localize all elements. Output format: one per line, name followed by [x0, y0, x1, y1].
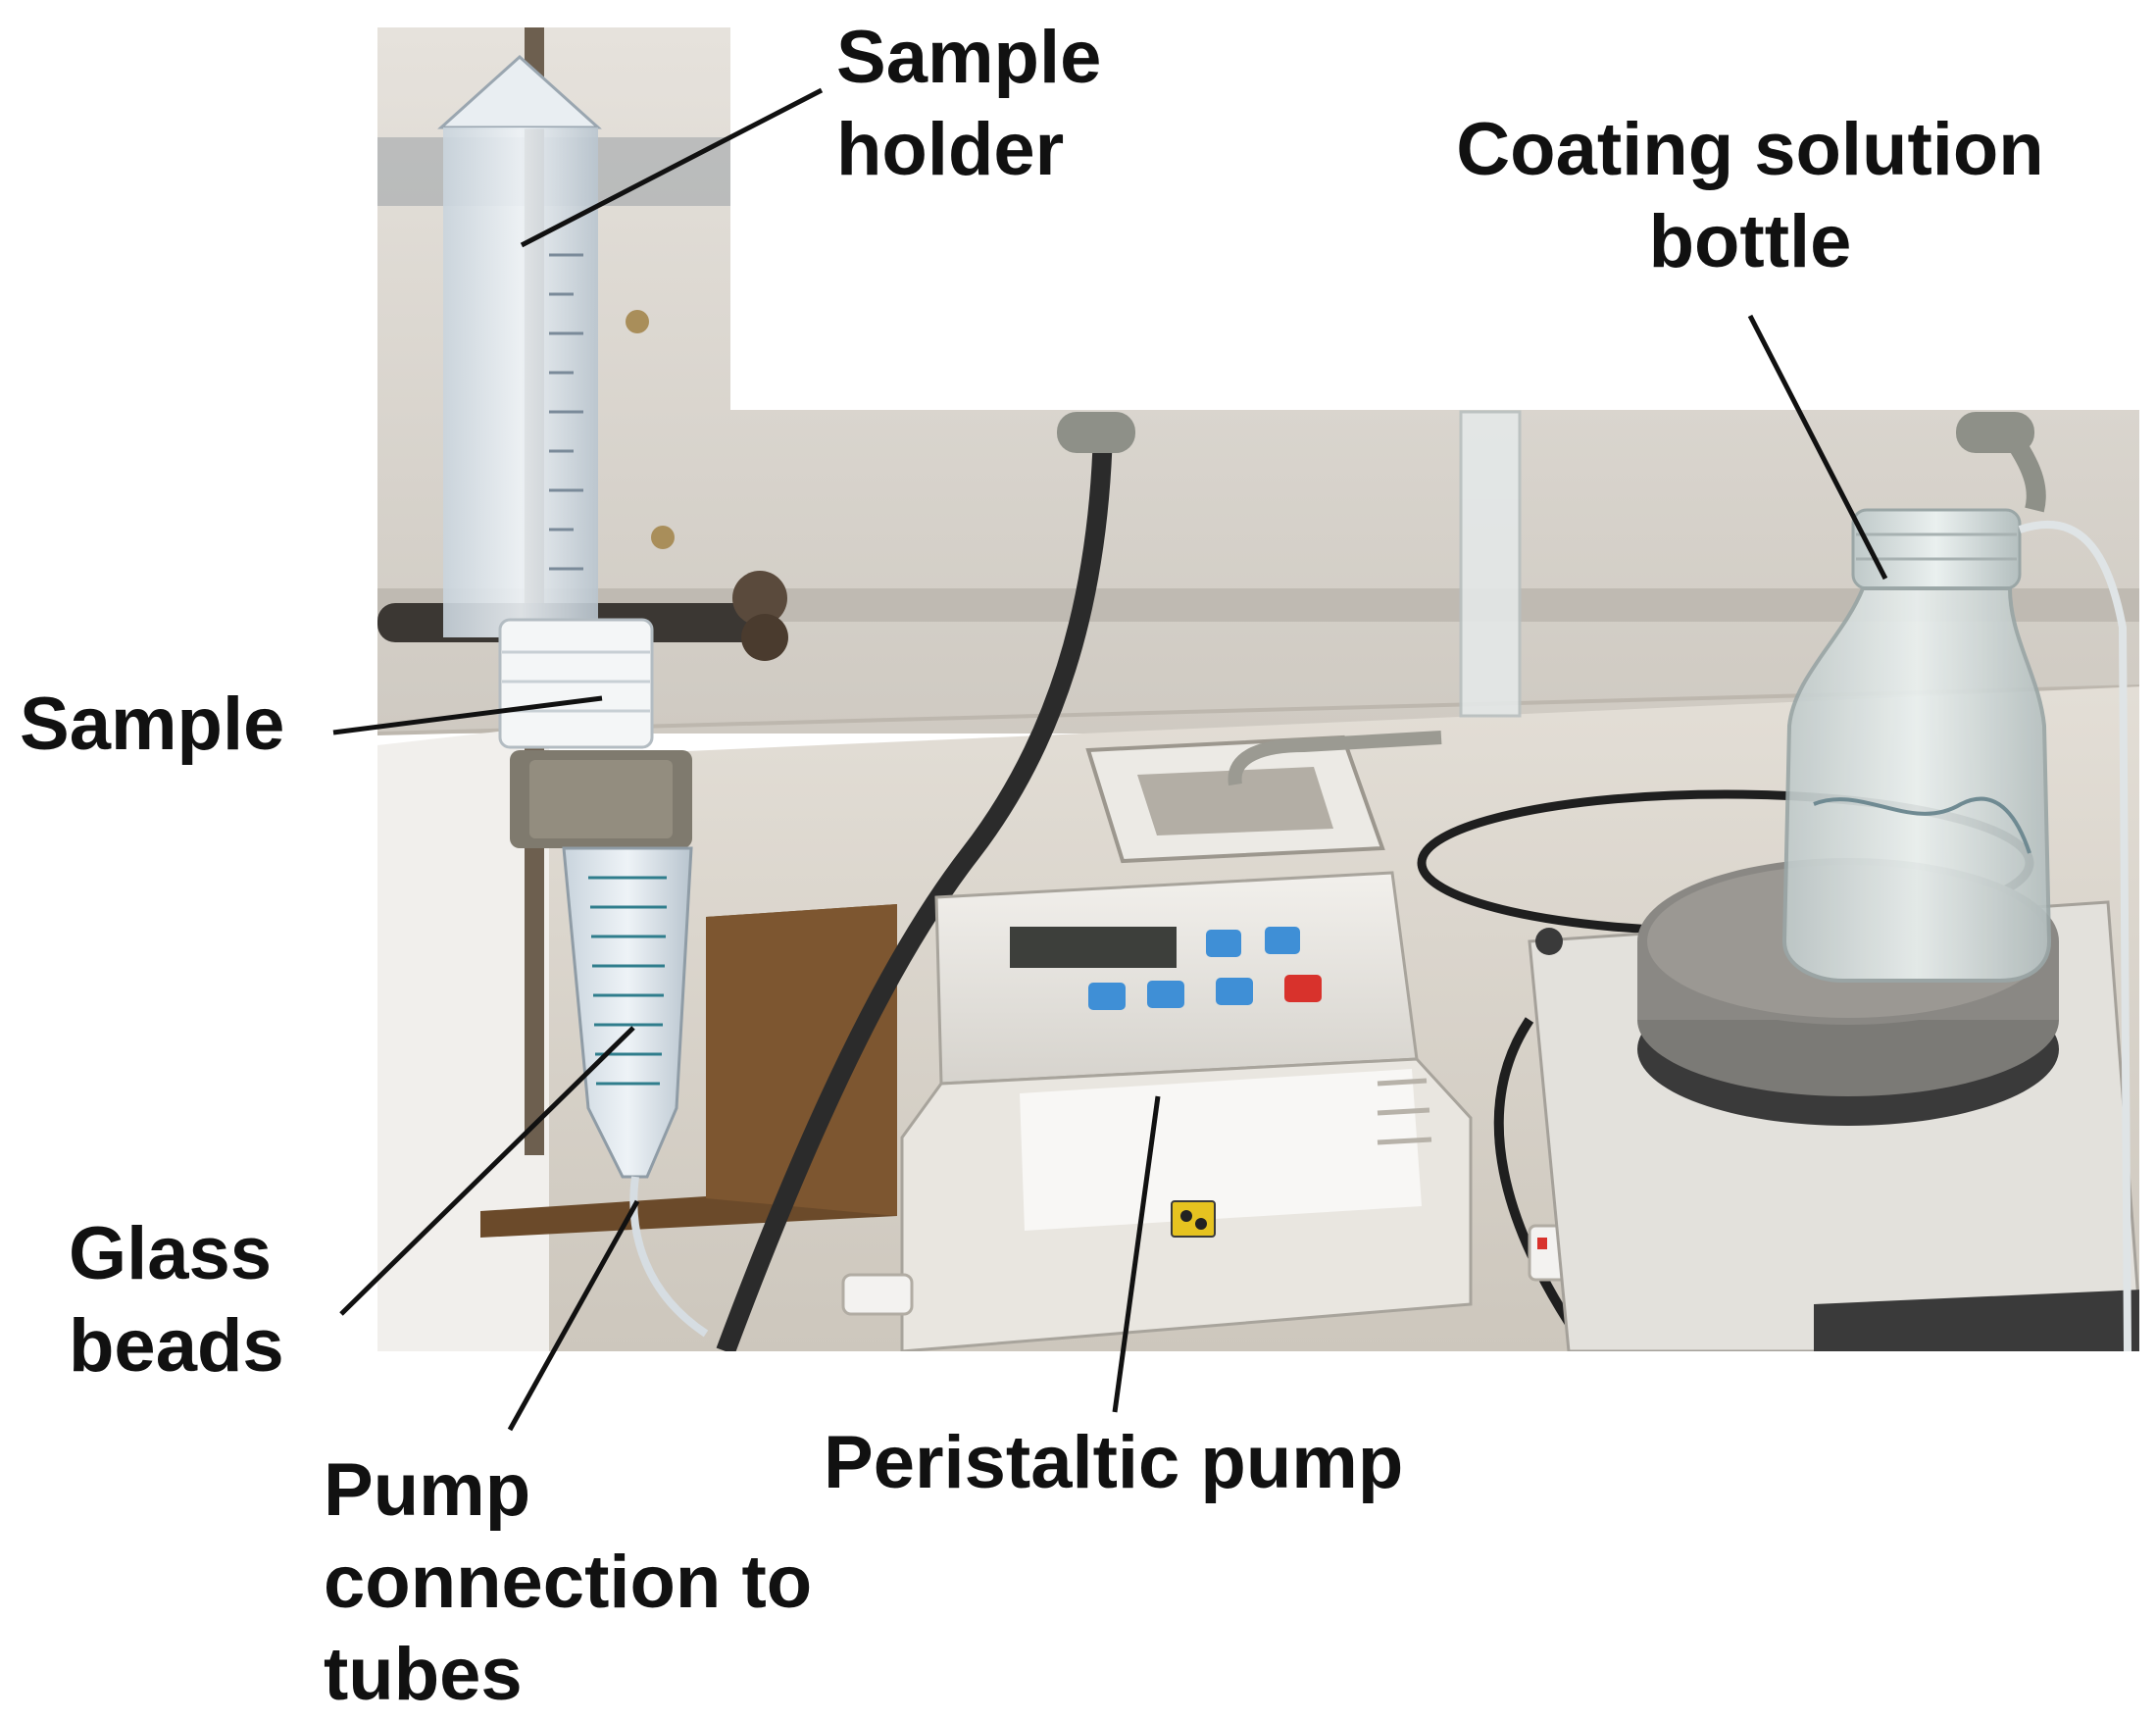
leader-coating-bottle — [1747, 314, 1888, 581]
pump-button — [1206, 930, 1241, 957]
pump-button — [1216, 978, 1253, 1005]
pump-connection-tube — [629, 1176, 709, 1338]
pump-stop-button — [1284, 975, 1322, 1002]
label-coating-solution-bottle: Coating solution bottle — [1456, 108, 2044, 283]
pump-button — [1088, 983, 1126, 1010]
leader-sample — [332, 695, 603, 735]
sample-insert — [498, 618, 654, 749]
label-glass-beads: Glass beads — [69, 1212, 284, 1388]
label-sample-holder: Sample holder — [836, 16, 1102, 191]
leader-glass-beads — [339, 1026, 635, 1316]
leader-sample-holder — [520, 87, 824, 248]
wall-tap-left — [1057, 412, 1135, 453]
leader-pump-connection — [507, 1199, 640, 1432]
glass-beads-tube — [562, 846, 693, 1179]
peristaltic-pump — [841, 871, 1571, 1351]
label-sample: Sample — [20, 683, 285, 766]
pump-display — [1010, 927, 1177, 968]
label-peristaltic-pump: Peristaltic pump — [824, 1421, 1404, 1504]
black-hose — [716, 430, 1113, 1351]
leader-lines — [332, 87, 1888, 1432]
sample-holder-tube — [437, 54, 602, 637]
pump-button — [1265, 927, 1300, 954]
pump-button — [1147, 981, 1184, 1008]
label-pump-connection: Pump connection to tubes — [324, 1448, 813, 1716]
coating-solution-bottle — [1781, 508, 2052, 983]
cloth — [377, 726, 549, 1351]
warning-sticker — [1171, 1200, 1216, 1238]
leader-peristaltic-pump — [1112, 1095, 1161, 1413]
